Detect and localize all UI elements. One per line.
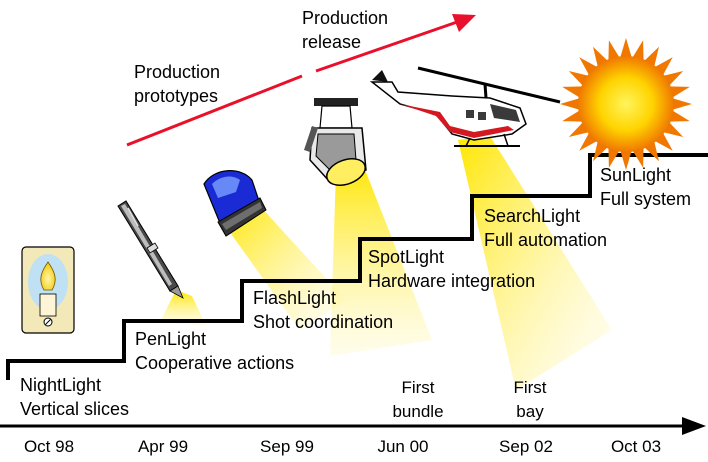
stage-desc-flashlight: Shot coordination xyxy=(253,312,393,332)
sun-icon xyxy=(560,38,692,170)
production-arrow-head xyxy=(452,14,476,32)
stage-name-sunlight: SunLight xyxy=(600,165,671,185)
stage-desc-sunlight: Full system xyxy=(600,189,691,209)
stage-name-penlight: PenLight xyxy=(135,329,206,349)
production-prototypes-label-1: Production xyxy=(134,62,220,82)
pen-icon xyxy=(117,200,184,299)
date-jun-00: Jun 00 xyxy=(377,437,428,456)
stage-name-flashlight: FlashLight xyxy=(253,288,336,308)
stage-desc-nightlight: Vertical slices xyxy=(20,399,129,419)
milestone-first-bay-1: First xyxy=(513,378,546,397)
stage-desc-spotlight: Hardware integration xyxy=(368,271,535,291)
stage-name-searchlight: SearchLight xyxy=(484,206,580,226)
flashlight-beam xyxy=(224,204,346,330)
date-apr-99: Apr 99 xyxy=(138,437,188,456)
staircase xyxy=(6,153,708,380)
production-release-label-1: Production xyxy=(302,8,388,28)
date-sep-99: Sep 99 xyxy=(260,437,314,456)
date-oct-03: Oct 03 xyxy=(611,437,661,456)
production-arrow-upper xyxy=(315,19,461,73)
searchlight-beam xyxy=(458,136,612,390)
timeline-arrowhead-icon xyxy=(682,417,706,435)
stage-desc-searchlight: Full automation xyxy=(484,230,607,250)
milestone-first-bundle-1: First xyxy=(401,378,434,397)
nightlight-icon xyxy=(21,246,75,334)
milestone-first-bundle-2: bundle xyxy=(392,402,443,421)
penlight-beam xyxy=(160,290,206,326)
date-oct-98: Oct 98 xyxy=(24,437,74,456)
milestone-first-bay-2: bay xyxy=(516,402,544,421)
production-prototypes-label-2: prototypes xyxy=(134,86,218,106)
production-arrow-lower xyxy=(126,74,303,147)
helicopter-icon xyxy=(369,66,561,147)
production-release-label-2: release xyxy=(302,32,361,52)
spotlight-icon xyxy=(304,98,367,186)
date-sep-02: Sep 02 xyxy=(499,437,553,456)
spotlight-beam xyxy=(330,162,432,356)
stage-desc-penlight: Cooperative actions xyxy=(135,353,294,373)
stage-name-spotlight: SpotLight xyxy=(368,247,444,267)
flashlight-icon xyxy=(203,170,267,237)
stage-name-nightlight: NightLight xyxy=(20,375,101,395)
